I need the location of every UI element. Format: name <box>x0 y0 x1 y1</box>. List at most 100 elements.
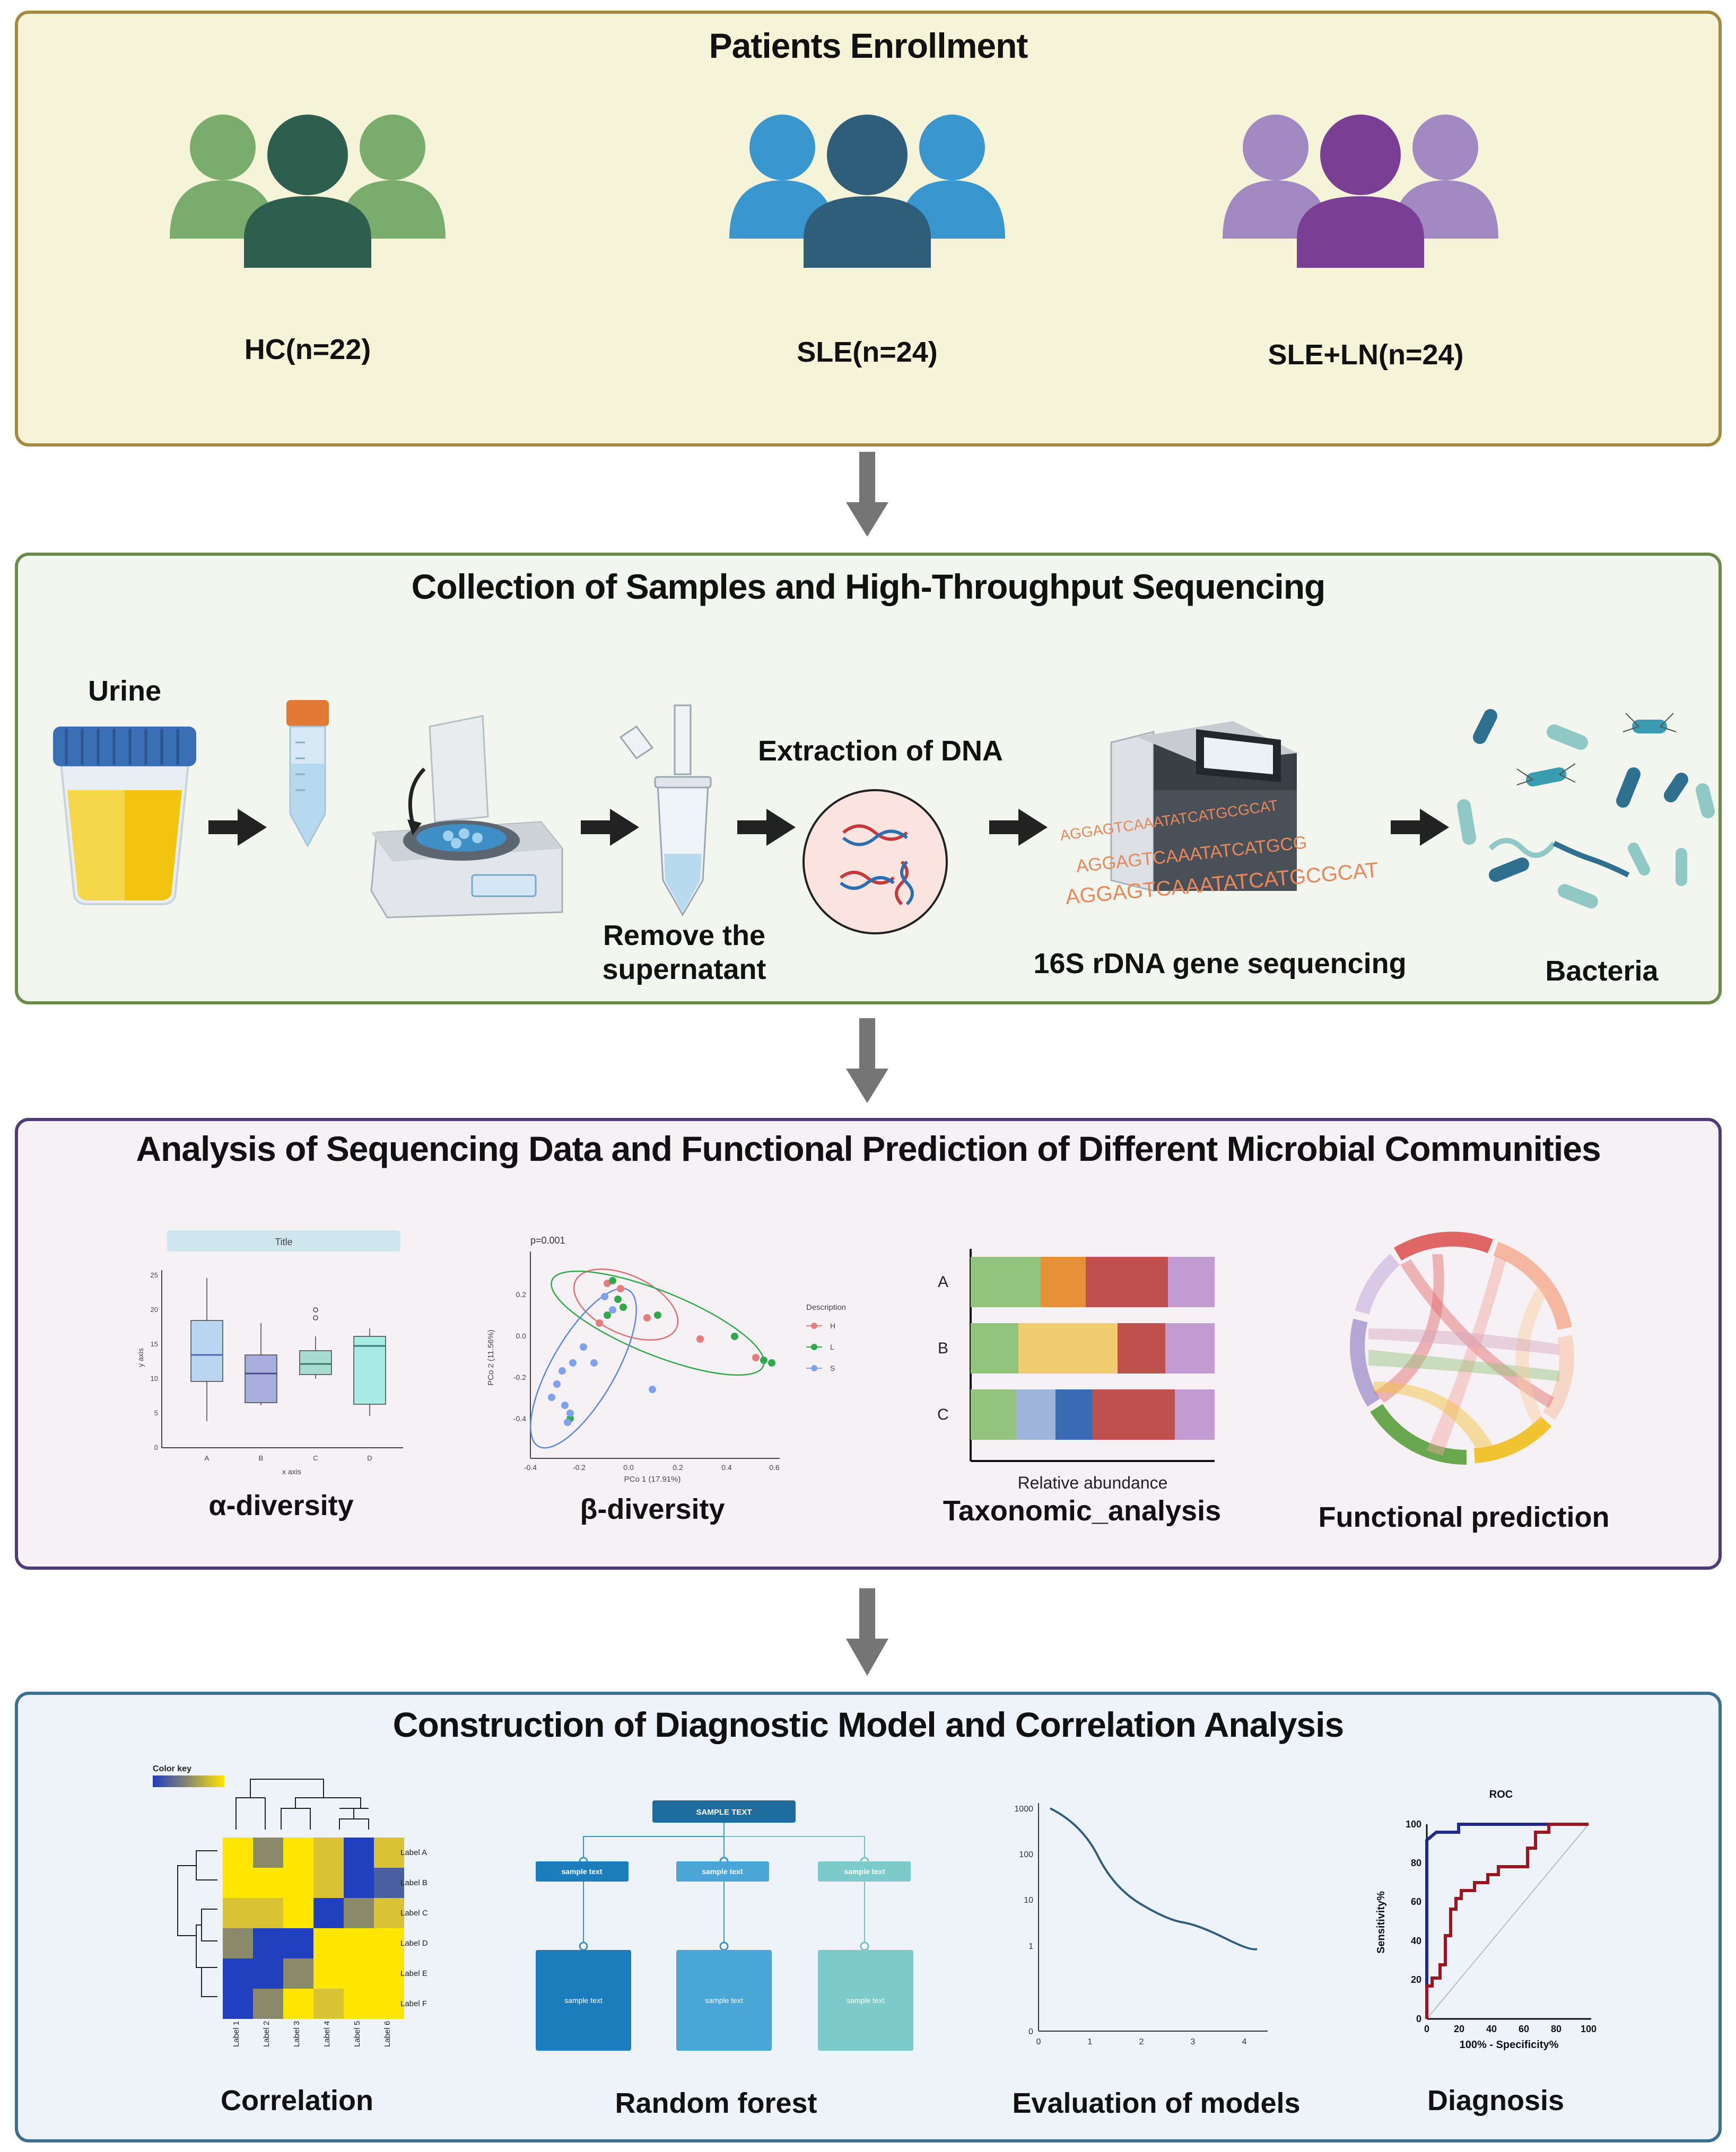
down-arrow-icon <box>846 1588 888 1676</box>
x-tick: 2 <box>1139 2037 1144 2046</box>
heatmap-cell <box>283 1928 313 1958</box>
panel-title: Analysis of Sequencing Data and Function… <box>136 1129 1601 1168</box>
row-label: A <box>938 1273 948 1291</box>
heatmap-cell <box>223 1958 253 1989</box>
bacteria-icon <box>1457 709 1715 908</box>
y-axis-label: y axis <box>136 1348 145 1367</box>
panel-title: Patients Enrollment <box>709 26 1028 65</box>
root-node-label: SAMPLE TEXT <box>696 1808 752 1817</box>
col-label: Label 2 <box>262 2021 271 2047</box>
x-tick: 0 <box>1036 2037 1041 2046</box>
heatmap-cell <box>374 1838 404 1868</box>
x-tick: C <box>313 1454 318 1462</box>
y-tick: 25 <box>151 1271 158 1279</box>
heatmap-cell <box>344 1868 374 1898</box>
y-tick: 0 <box>1028 2027 1033 2036</box>
heatmap-cell <box>223 1928 253 1958</box>
heatmap-cell <box>223 1989 253 2019</box>
y-tick: 10 <box>1024 1896 1033 1905</box>
heatmap-cell <box>313 1928 344 1958</box>
y-tick: 10 <box>151 1375 158 1383</box>
x-tick: 0.4 <box>721 1463 732 1472</box>
heatmap-cell <box>223 1838 253 1868</box>
row-label: Label C <box>400 1909 428 1918</box>
remove-supernatant-label: Remove the supernatant <box>583 918 785 986</box>
x-tick: 4 <box>1242 2037 1247 2046</box>
y-tick: 1000 <box>1014 1805 1033 1814</box>
right-arrow-icon <box>581 809 639 846</box>
x-axis-label: x axis <box>282 1467 301 1476</box>
urine-label: Urine <box>88 675 162 707</box>
remove-line-1: Remove the <box>603 920 766 951</box>
heatmap-cell <box>283 1898 313 1928</box>
heatmap-cell <box>313 1989 344 2019</box>
leaf-node-label: sample text <box>847 1996 885 2005</box>
y-tick: 1 <box>1028 1942 1033 1951</box>
heatmap-cell <box>223 1868 253 1898</box>
p-value-label: p=0.001 <box>530 1235 565 1246</box>
heatmap-cell <box>344 1838 374 1868</box>
alpha-diversity-boxplot: Title 0 5 10 15 20 25 y axis A B C D x a… <box>136 1230 403 1476</box>
roc-title: ROC <box>1489 1789 1513 1800</box>
leaf-node-label: sample text <box>705 1996 743 2005</box>
col-label: Label 3 <box>292 2021 301 2047</box>
taxonomic-stacked-bar-chart: A B C Relative abundance <box>937 1249 1215 1492</box>
beta-diversity-label: β-diversity <box>580 1493 725 1525</box>
x-tick: B <box>259 1454 264 1462</box>
y-tick: 60 <box>1411 1896 1421 1907</box>
tree-node-label: sample text <box>702 1867 743 1876</box>
legend-entry: L <box>830 1343 834 1351</box>
heatmap-cell <box>374 1989 404 2019</box>
remove-line-2: supernatant <box>602 953 766 985</box>
heatmap-cell <box>313 1898 344 1928</box>
row-label: Label E <box>400 1969 428 1978</box>
x-tick: 0.6 <box>769 1463 780 1472</box>
x-tick: 0 <box>1424 2024 1429 2034</box>
evaluation-label: Evaluation of models <box>1012 2087 1301 2119</box>
random-forest-label: Random forest <box>615 2087 817 2119</box>
x-tick: A <box>205 1454 210 1462</box>
sle-people-icon <box>729 115 1005 268</box>
sle-ln-label: SLE+LN(n=24) <box>1268 339 1464 371</box>
x-tick: 0.2 <box>673 1463 683 1472</box>
y-tick: 0 <box>1416 2014 1421 2024</box>
color-key-gradient <box>153 1775 224 1787</box>
tree-node-label: sample text <box>844 1867 885 1876</box>
y-tick: -0.4 <box>513 1414 526 1423</box>
leaf-node-label: sample text <box>564 1996 603 2005</box>
heatmap-cell <box>283 1868 313 1898</box>
y-tick: 5 <box>154 1409 158 1417</box>
microcentrifuge-tube-icon <box>619 704 712 917</box>
row-label: Label B <box>400 1878 428 1887</box>
row-label: Label A <box>400 1848 427 1857</box>
boxplot-title: Title <box>275 1237 292 1247</box>
x-tick: D <box>367 1454 372 1462</box>
heatmap-cell <box>344 1898 374 1928</box>
col-label: Label 4 <box>322 2021 332 2047</box>
y-tick: 15 <box>151 1340 158 1348</box>
heatmap-cell <box>313 1868 344 1898</box>
y-tick: 100 <box>1019 1850 1033 1859</box>
x-tick: 1 <box>1088 2037 1093 2046</box>
heatmap-cell <box>253 1989 283 2019</box>
x-tick: 80 <box>1551 2024 1561 2034</box>
panel-title: Construction of Diagnostic Model and Cor… <box>392 1705 1344 1744</box>
heatmap-cell <box>374 1898 404 1928</box>
random-forest-diagram: SAMPLE TEXT sample text sample text samp… <box>536 1800 913 2051</box>
bacteria-label: Bacteria <box>1545 955 1659 987</box>
hc-people-icon <box>170 115 446 268</box>
y-tick: 80 <box>1411 1858 1421 1868</box>
x-tick: 60 <box>1519 2024 1529 2034</box>
y-tick: 20 <box>1411 1974 1421 1985</box>
diagnosis-label: Diagnosis <box>1427 2085 1565 2116</box>
right-arrow-icon <box>989 809 1048 846</box>
x-tick: 3 <box>1191 2037 1196 2046</box>
heatmap-cell <box>223 1898 253 1928</box>
taxonomic-analysis-label: Taxonomic_analysis <box>943 1495 1222 1527</box>
heatmap-cell <box>283 1958 313 1989</box>
legend-entry: H <box>830 1322 835 1330</box>
x-tick: 0.0 <box>623 1463 634 1472</box>
heatmap-cell <box>344 1989 374 2019</box>
evaluation-curve <box>1050 1807 1258 1950</box>
sequencing-analysis-panel: Analysis of Sequencing Data and Function… <box>15 1118 1722 1570</box>
